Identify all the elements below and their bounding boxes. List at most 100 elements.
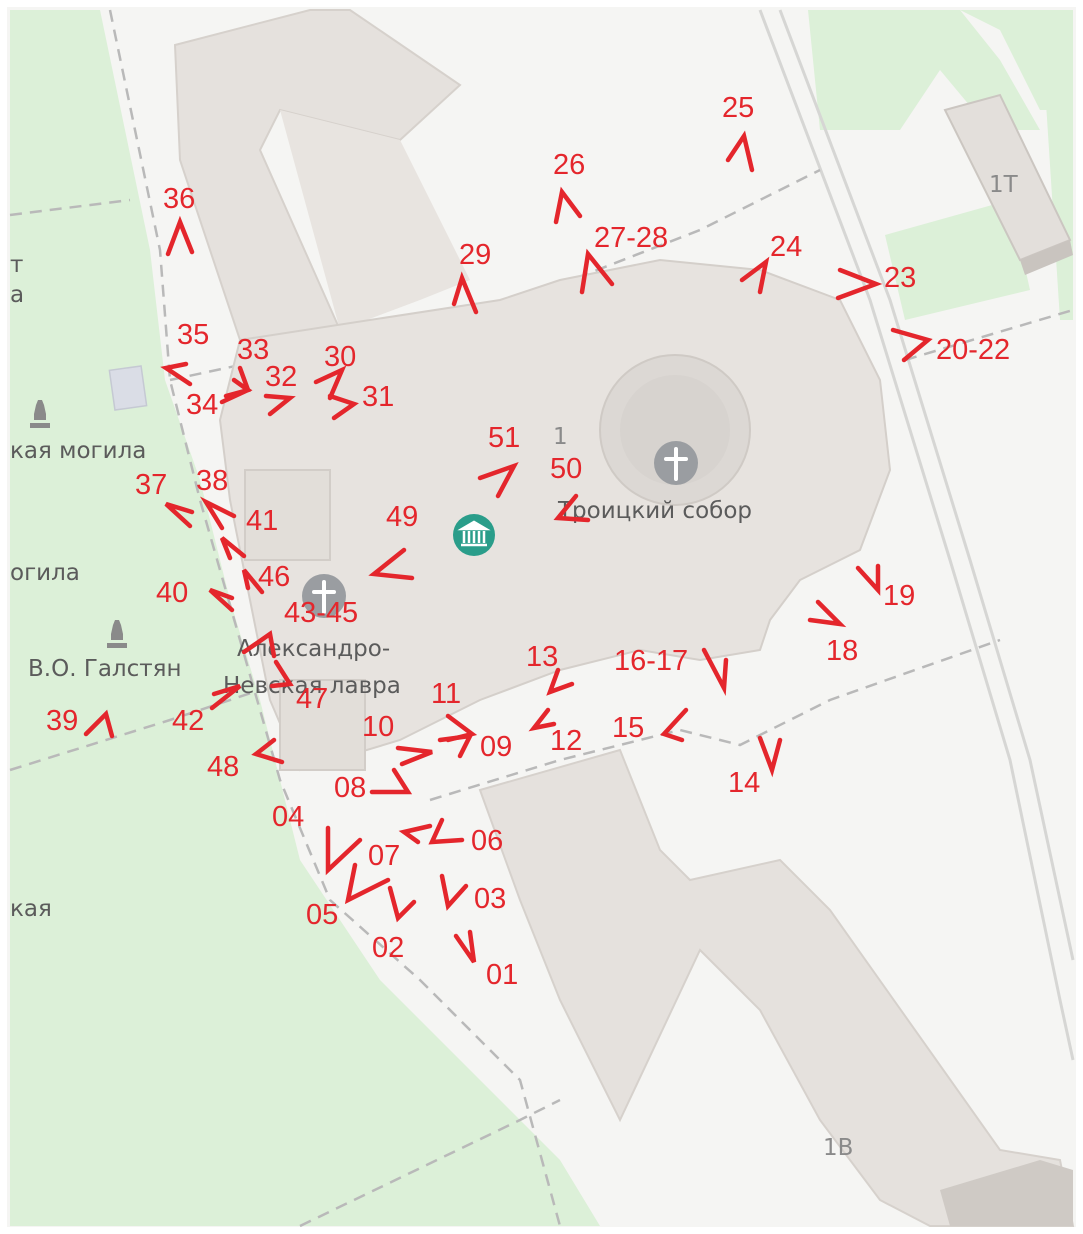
marker-label[interactable]: 09 — [480, 731, 512, 763]
marker-label[interactable]: 27-28 — [594, 222, 668, 254]
photo-marker-14[interactable]: 14 — [728, 735, 783, 799]
view-direction-icon[interactable] — [659, 707, 689, 743]
marker-label[interactable]: 35 — [177, 319, 209, 351]
photo-marker-12[interactable]: 12 — [528, 707, 582, 757]
marker-label[interactable]: 26 — [553, 149, 585, 181]
photo-marker-19[interactable]: 19 — [855, 563, 915, 612]
view-direction-icon[interactable] — [395, 745, 433, 767]
monument-icon[interactable] — [107, 620, 127, 648]
marker-label[interactable]: 31 — [362, 381, 394, 413]
photo-marker-31[interactable]: 31 — [327, 381, 394, 421]
photo-marker-29[interactable]: 29 — [451, 239, 491, 315]
view-direction-icon[interactable] — [725, 130, 755, 173]
view-direction-icon[interactable] — [83, 709, 115, 739]
photo-marker-03[interactable]: 03 — [439, 873, 506, 915]
marker-label[interactable]: 20-22 — [936, 334, 1010, 366]
view-direction-icon[interactable] — [368, 547, 415, 581]
view-direction-icon[interactable] — [269, 659, 294, 689]
view-direction-icon[interactable] — [327, 393, 359, 421]
view-direction-icon[interactable] — [164, 501, 195, 529]
view-direction-icon[interactable] — [477, 461, 519, 499]
photo-marker-51[interactable]: 51 — [477, 422, 520, 499]
view-direction-icon[interactable] — [344, 862, 391, 905]
marker-label[interactable]: 48 — [207, 751, 239, 783]
marker-label[interactable]: 49 — [386, 501, 418, 533]
photo-marker-23[interactable]: 23 — [835, 262, 916, 301]
marker-label[interactable]: 43-45 — [284, 597, 358, 629]
photo-marker-20-22[interactable]: 20-22 — [890, 327, 1010, 366]
view-direction-icon[interactable] — [579, 248, 615, 295]
marker-label[interactable]: 47 — [296, 683, 328, 715]
photo-marker-13[interactable]: 13 — [526, 641, 575, 696]
photo-marker-15[interactable]: 15 — [612, 707, 689, 744]
marker-label[interactable]: 51 — [488, 422, 520, 454]
photo-marker-39[interactable]: 39 — [46, 705, 115, 739]
view-direction-icon[interactable] — [199, 496, 237, 531]
view-direction-icon[interactable] — [369, 767, 413, 795]
marker-label[interactable]: 13 — [526, 641, 558, 673]
marker-label[interactable]: 38 — [196, 465, 228, 497]
marker-label[interactable]: 18 — [826, 635, 858, 667]
marker-label[interactable]: 37 — [135, 469, 167, 501]
view-direction-icon[interactable] — [445, 713, 478, 743]
view-direction-icon[interactable] — [835, 267, 883, 301]
photo-marker-27-28[interactable]: 27-28 — [579, 222, 668, 295]
marker-label[interactable]: 07 — [368, 840, 400, 872]
view-direction-icon[interactable] — [807, 599, 847, 628]
view-direction-icon[interactable] — [325, 825, 363, 876]
photo-marker-25[interactable]: 25 — [722, 92, 755, 173]
photo-marker-16-17[interactable]: 16-17 — [614, 645, 729, 697]
marker-label[interactable]: 25 — [722, 92, 754, 124]
marker-label[interactable]: 14 — [728, 767, 760, 799]
view-direction-icon[interactable] — [439, 873, 469, 911]
photo-marker-32[interactable]: 32 — [263, 361, 297, 417]
view-direction-icon[interactable] — [209, 683, 242, 711]
photo-marker-08[interactable]: 08 — [334, 767, 413, 804]
view-direction-icon[interactable] — [739, 256, 770, 295]
marker-label[interactable]: 12 — [550, 725, 582, 757]
photo-marker-34[interactable]: 34 — [186, 377, 253, 421]
photo-marker-01[interactable]: 01 — [453, 929, 518, 991]
photo-marker-10[interactable]: 10 — [362, 711, 433, 767]
view-direction-icon[interactable] — [208, 587, 235, 613]
marker-label[interactable]: 23 — [884, 262, 916, 294]
view-direction-icon[interactable] — [398, 823, 433, 845]
photo-marker-07[interactable]: 07 — [368, 823, 433, 872]
view-direction-icon[interactable] — [387, 885, 417, 923]
photo-marker-04[interactable]: 04 — [272, 801, 363, 876]
view-direction-icon[interactable] — [165, 215, 195, 257]
view-direction-icon[interactable] — [263, 393, 296, 417]
photo-marker-11[interactable]: 11 — [431, 678, 478, 743]
photo-marker-46[interactable]: 46 — [241, 561, 290, 595]
view-direction-icon[interactable] — [428, 817, 465, 845]
marker-label[interactable]: 02 — [372, 932, 404, 964]
marker-label[interactable]: 36 — [163, 183, 195, 215]
photo-marker-40[interactable]: 40 — [156, 577, 235, 613]
marker-label[interactable]: 46 — [258, 561, 290, 593]
photo-marker-38[interactable]: 38 — [196, 465, 237, 531]
marker-label[interactable]: 11 — [431, 678, 461, 710]
marker-label[interactable]: 01 — [486, 959, 518, 991]
photo-marker-35[interactable]: 35 — [160, 319, 209, 387]
marker-label[interactable]: 15 — [612, 712, 644, 744]
photo-marker-06[interactable]: 06 — [428, 817, 503, 857]
marker-label[interactable]: 06 — [471, 825, 503, 857]
museum-pin[interactable] — [453, 514, 495, 556]
marker-label[interactable]: 33 — [237, 334, 269, 366]
photo-marker-37[interactable]: 37 — [135, 469, 195, 529]
view-direction-icon[interactable] — [251, 737, 285, 765]
marker-label[interactable]: 50 — [550, 453, 582, 485]
view-direction-icon[interactable] — [219, 377, 253, 405]
marker-label[interactable]: 19 — [883, 580, 915, 612]
marker-label[interactable]: 39 — [46, 705, 78, 737]
monument-pin-1[interactable] — [30, 400, 50, 428]
photo-marker-26[interactable]: 26 — [553, 149, 585, 225]
view-direction-icon[interactable] — [701, 647, 729, 697]
view-direction-icon[interactable] — [855, 563, 881, 596]
marker-label[interactable]: 32 — [265, 361, 297, 393]
marker-label[interactable]: 41 — [246, 505, 278, 537]
view-direction-icon[interactable] — [757, 735, 783, 778]
photo-marker-24[interactable]: 24 — [739, 231, 802, 295]
marker-label[interactable]: 08 — [334, 772, 366, 804]
photo-marker-30[interactable]: 30 — [313, 341, 356, 401]
